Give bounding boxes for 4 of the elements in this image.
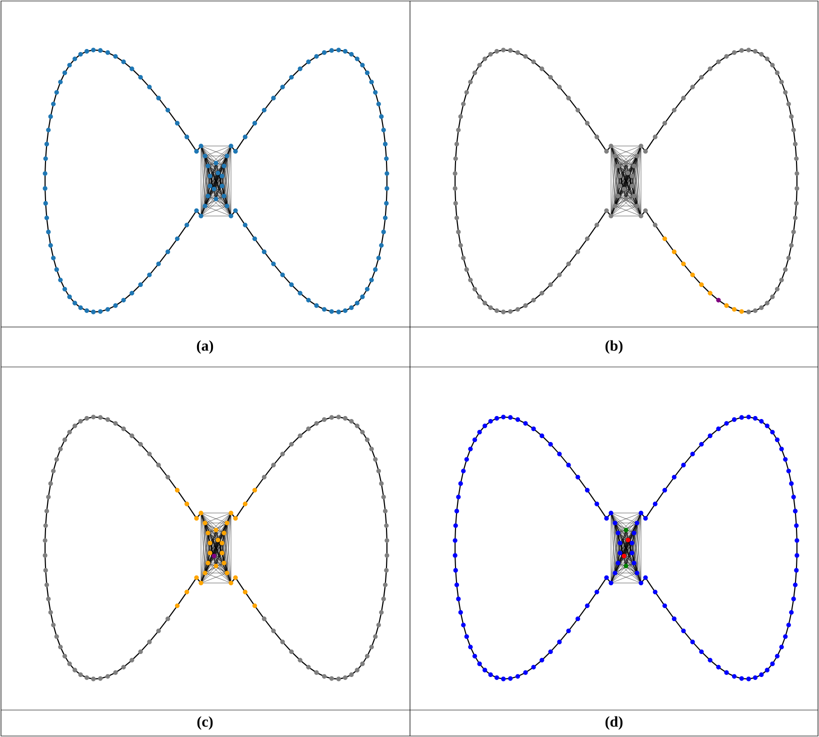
panel-label: (a) bbox=[196, 340, 214, 354]
panel-label: (c) bbox=[197, 716, 213, 730]
panel-label: (b) bbox=[606, 340, 622, 354]
panel-label: (d) bbox=[606, 716, 622, 730]
